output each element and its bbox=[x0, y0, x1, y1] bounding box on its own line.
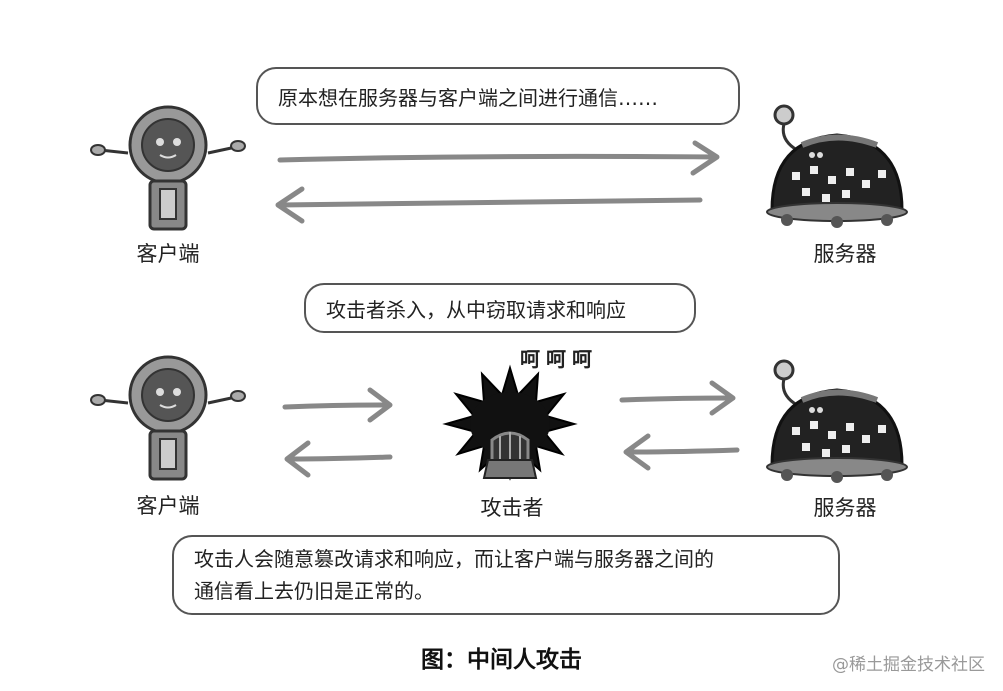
watermark: @稀土掘金技术社区 bbox=[832, 655, 985, 675]
bottom-bubble-line2: 通信看上去仍旧是正常的。 bbox=[194, 579, 434, 603]
middle-speech-bubble: 攻击者杀入，从中窃取请求和响应 bbox=[304, 283, 696, 333]
arrow-icon bbox=[619, 380, 736, 416]
bottom-bubble-line1: 攻击人会随意篡改请求和响应，而让客户端与服务器之间的 bbox=[194, 547, 714, 571]
middle-client-label: 客户端 bbox=[136, 494, 200, 518]
arrow-icon bbox=[277, 140, 720, 176]
arrow-icon bbox=[284, 440, 393, 478]
right-arrows bbox=[619, 380, 740, 471]
middle-bubble-text: 攻击者杀入，从中窃取请求和响应 bbox=[326, 297, 626, 322]
spiky-attacker-icon bbox=[442, 364, 578, 481]
robot-client-icon bbox=[90, 355, 246, 481]
figure-caption: 图：中间人攻击 bbox=[421, 647, 582, 673]
left-arrows bbox=[282, 387, 393, 478]
arrow-icon bbox=[282, 387, 393, 423]
arrow-icon bbox=[275, 186, 703, 224]
dome-server-icon bbox=[766, 359, 908, 483]
dome-server-icon bbox=[766, 104, 908, 228]
top-bubble-text: 原本想在服务器与客户端之间进行通信…… bbox=[278, 85, 658, 110]
top-arrows bbox=[275, 140, 720, 224]
top-client-label: 客户端 bbox=[136, 242, 200, 266]
bottom-speech-bubble: 攻击人会随意篡改请求和响应，而让客户端与服务器之间的 通信看上去仍旧是正常的。 bbox=[172, 535, 840, 615]
top-server-label: 服务器 bbox=[813, 242, 877, 266]
middle-server-label: 服务器 bbox=[813, 496, 877, 520]
robot-client-icon bbox=[90, 105, 246, 231]
attacker-laugh: 呵呵呵 bbox=[520, 347, 598, 371]
arrow-icon bbox=[623, 433, 740, 471]
attacker-label: 攻击者 bbox=[480, 496, 544, 520]
top-speech-bubble: 原本想在服务器与客户端之间进行通信…… bbox=[256, 67, 740, 125]
